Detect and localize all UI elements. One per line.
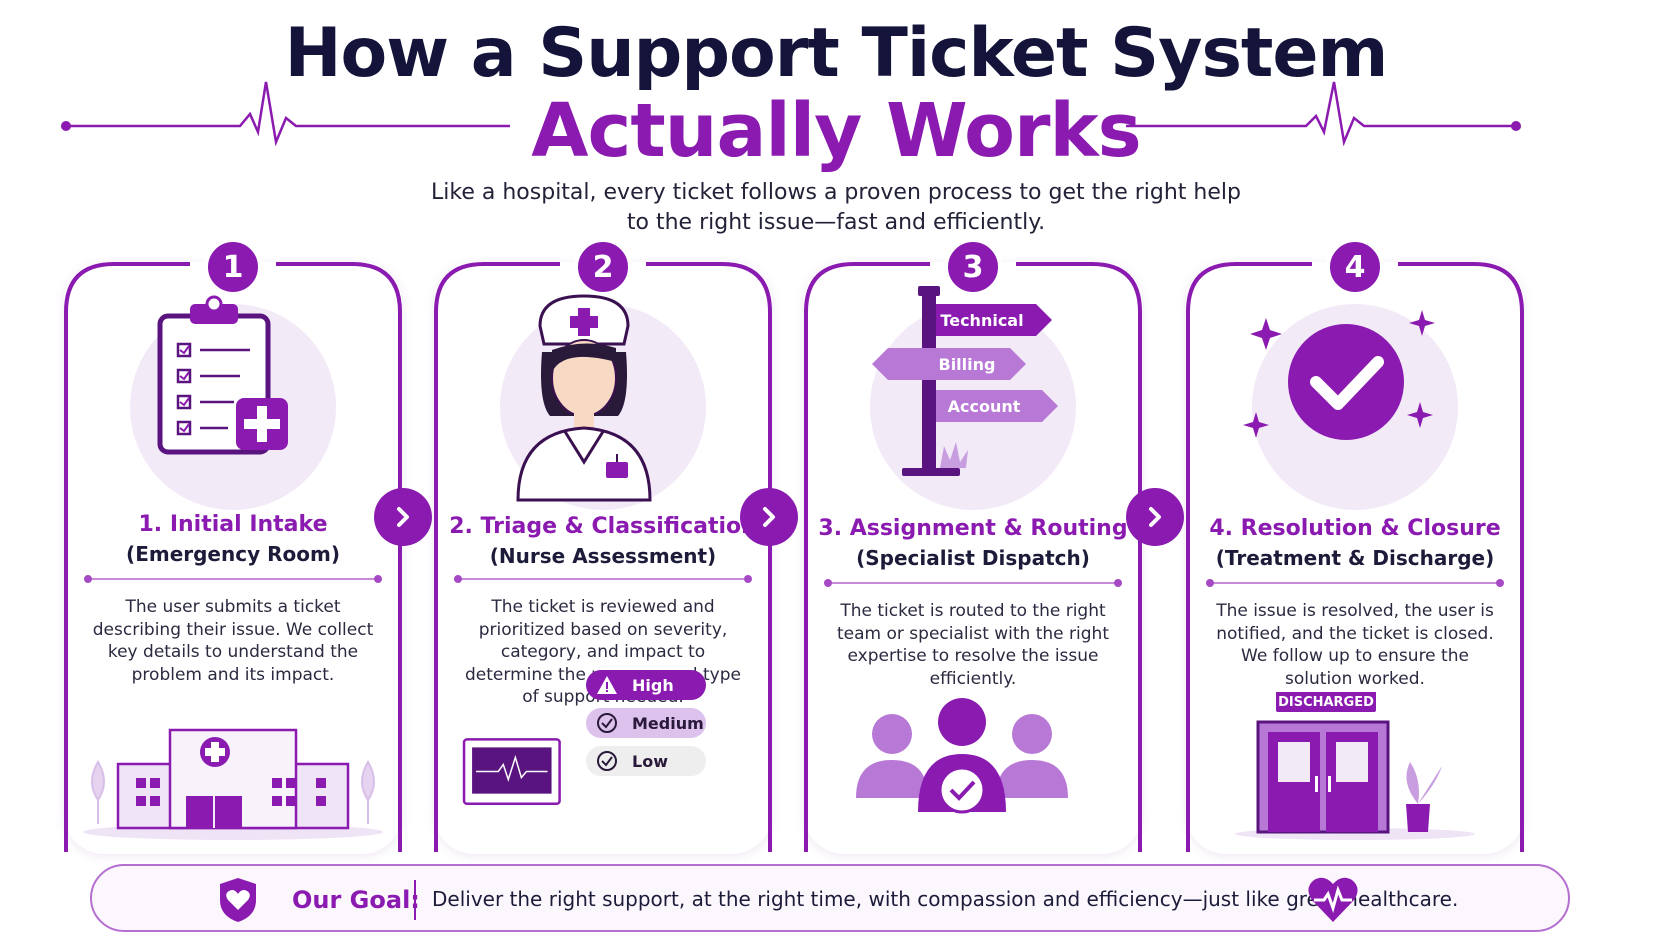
step-description: The ticket is routed to the right team o…	[837, 601, 1109, 689]
heart-monitor-icon	[462, 738, 561, 805]
discharge-door-icon: DISCHARGED	[1235, 692, 1475, 840]
heartbeat-line-right-icon	[1126, 81, 1521, 146]
step-title: 4. Resolution & Closure	[1209, 516, 1501, 541]
step-card-intake: 1 1. Initial Intake (Emergency Room) The…	[64, 238, 402, 854]
page-subtitle: Like a hospital, every ticket follows a …	[386, 178, 1286, 238]
next-step-arrow-icon	[1126, 488, 1184, 546]
divider	[824, 579, 1122, 587]
priority-label-medium: Medium	[632, 713, 704, 733]
priority-tag-low: Low	[586, 746, 706, 776]
subtitle-line-2: to the right issue—fast and efficiently.	[626, 210, 1046, 235]
nurse-icon	[516, 294, 652, 502]
step-subtitle: (Nurse Assessment)	[489, 544, 717, 568]
sign-label-account: Account	[948, 397, 1021, 416]
step-card-routing: 3 Technical Billing Account 3. Assignmen…	[804, 238, 1142, 854]
divider	[84, 575, 382, 583]
warning-icon	[596, 674, 618, 696]
step-title: 1. Initial Intake	[138, 512, 328, 537]
step-number-badge: 2	[574, 238, 632, 296]
step-title: 2. Triage & Classification	[449, 514, 757, 539]
sign-label-technical: Technical	[940, 311, 1023, 330]
step-subtitle: (Treatment & Discharge)	[1215, 546, 1495, 570]
signpost-icon: Technical Billing Account	[872, 286, 1058, 476]
heart-pulse-icon	[1306, 874, 1360, 926]
check-circle-icon	[596, 750, 618, 772]
step-subtitle: (Emergency Room)	[126, 542, 340, 566]
sign-label-billing: Billing	[939, 355, 996, 374]
goal-separator	[414, 880, 416, 920]
priority-label-low: Low	[632, 751, 668, 771]
subtitle-line-1: Like a hospital, every ticket follows a …	[431, 180, 1241, 205]
clipboard-medical-icon	[157, 295, 288, 455]
checkmark-circle-icon	[1243, 310, 1435, 440]
divider	[454, 575, 752, 583]
step-description: The user submits a ticket describing the…	[92, 597, 374, 685]
priority-label-high: High	[632, 675, 674, 695]
step-number-badge: 4	[1326, 238, 1384, 296]
step-number-badge: 1	[204, 238, 262, 296]
page-title: How a Support Ticket System	[284, 14, 1389, 93]
door-sign-label: DISCHARGED	[1278, 695, 1374, 710]
goal-text: Deliver the right support, at the right …	[432, 887, 1459, 911]
team-check-icon	[856, 698, 1068, 814]
divider	[1206, 579, 1504, 587]
step-subtitle: (Specialist Dispatch)	[856, 546, 1090, 570]
next-step-arrow-icon	[740, 488, 798, 546]
step-number-badge: 3	[944, 238, 1002, 296]
step-card-triage: 2 2. Triage & Classification (Nurse Asse…	[434, 238, 772, 854]
next-step-arrow-icon	[374, 488, 432, 546]
step-card-resolution: 4 4. Resolution & Closure (Treatment & D…	[1186, 238, 1524, 854]
hospital-building-icon	[83, 728, 383, 840]
shield-heart-icon	[216, 876, 260, 924]
heartbeat-line-left-icon	[61, 81, 510, 146]
priority-tag-medium: Medium	[586, 708, 706, 738]
priority-tag-high: High	[586, 670, 706, 700]
page-title-highlight: Actually Works	[531, 88, 1141, 174]
goal-label: Our Goal:	[292, 886, 420, 914]
step-description: The issue is resolved, the user is notif…	[1216, 601, 1494, 689]
step-title: 3. Assignment & Routing	[818, 516, 1128, 541]
goal-banner: Our Goal: Deliver the right support, at …	[90, 864, 1570, 932]
check-circle-icon	[596, 712, 618, 734]
